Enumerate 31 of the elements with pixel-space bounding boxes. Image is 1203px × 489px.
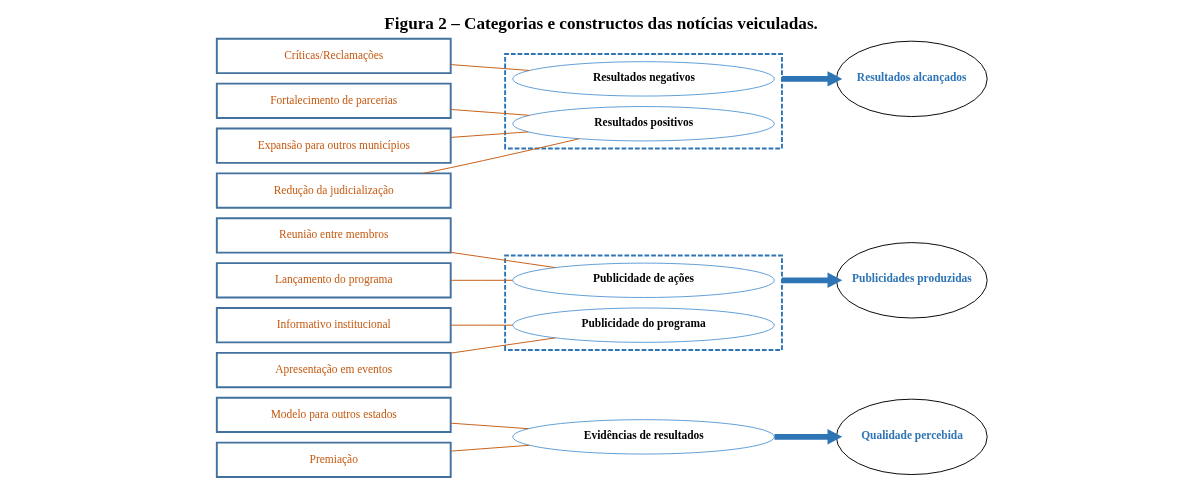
node-ellipse: Publicidade do programa bbox=[511, 307, 775, 343]
node-box: Premiação bbox=[215, 441, 452, 478]
node-ellipse: Resultados positivos bbox=[511, 106, 775, 142]
cluster bbox=[503, 254, 783, 351]
node-box: Fortalecimento de parcerias bbox=[215, 82, 452, 119]
connector bbox=[450, 109, 530, 116]
node-ellipse: Resultados negativos bbox=[511, 61, 775, 97]
node-box: Apresentação em eventos bbox=[215, 351, 452, 389]
connector bbox=[450, 324, 513, 326]
node-ellipse: Resultados alcançados bbox=[835, 40, 988, 118]
node-box: Lançamento do programa bbox=[215, 262, 452, 299]
node-box: Modelo para outros estados bbox=[215, 396, 452, 434]
arrow bbox=[774, 429, 842, 445]
connector bbox=[450, 131, 529, 138]
cluster bbox=[503, 53, 783, 150]
connector bbox=[450, 279, 513, 281]
node-ellipse: Evidências de resultados bbox=[511, 419, 775, 455]
node-box: Expansão para outros municípios bbox=[215, 127, 452, 164]
node-box: Informativo institucional bbox=[215, 307, 452, 344]
node-ellipse: Publicidade de ações bbox=[511, 262, 775, 298]
connector bbox=[450, 444, 530, 452]
node-box: Críticas/Reclamações bbox=[215, 37, 452, 75]
node-box: Redução da judicialização bbox=[215, 172, 452, 209]
node-ellipse: Qualidade percebida bbox=[835, 398, 988, 476]
connector bbox=[450, 64, 530, 71]
arrow bbox=[781, 71, 842, 87]
arrow bbox=[781, 272, 842, 289]
diagram-title: Figura 2 – Categorias e constructos das notícias veiculadas. bbox=[383, 13, 818, 33]
node-ellipse: Publicidades produzidas bbox=[835, 242, 988, 319]
node-box: Reunião entre membros bbox=[215, 217, 452, 254]
connector bbox=[450, 422, 529, 430]
